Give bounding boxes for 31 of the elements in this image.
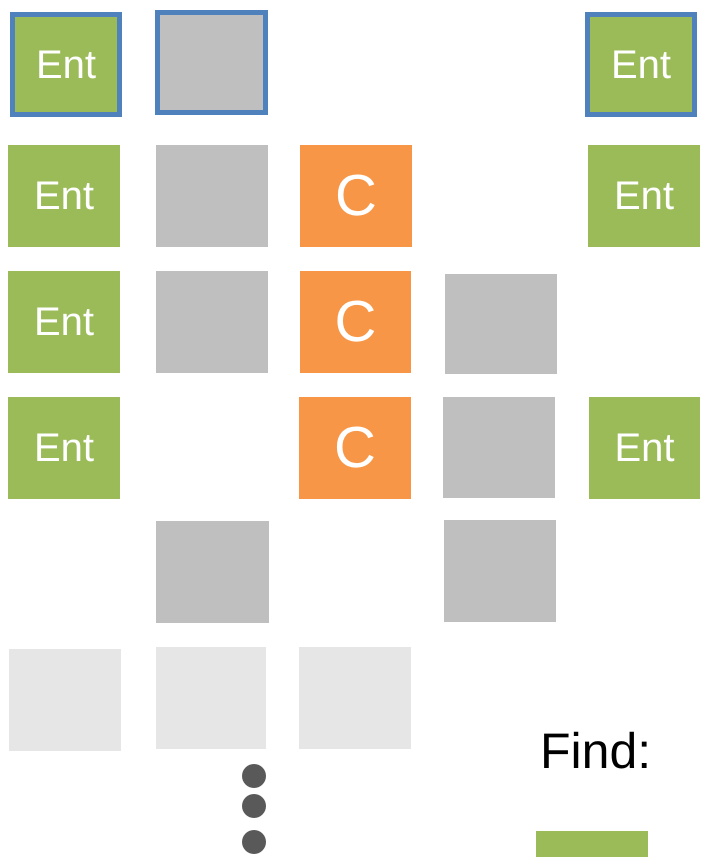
tile-label: C	[334, 419, 376, 477]
empty-tile	[156, 271, 268, 373]
entity-tile	[8, 271, 120, 373]
entity-tile	[10, 12, 122, 117]
tile	[299, 397, 411, 499]
tile-label: Ent	[614, 176, 674, 216]
tile-label: Ent	[36, 44, 96, 84]
tile-label: Ent	[34, 176, 94, 216]
tile-label: C	[335, 167, 377, 225]
empty-tile	[156, 521, 269, 623]
tile	[300, 145, 412, 247]
empty-tile	[156, 145, 268, 247]
tile-label: C	[334, 293, 376, 351]
empty-tile	[445, 274, 557, 374]
empty-tile	[444, 520, 556, 622]
tile	[300, 271, 411, 373]
tile-label: Ent	[614, 428, 675, 468]
empty-tile	[299, 647, 411, 749]
tile-label: Ent	[34, 428, 94, 468]
empty-tile	[156, 647, 266, 749]
entity-tile	[8, 397, 120, 499]
tile-label: Ent	[610, 44, 672, 84]
entity-tile	[8, 145, 120, 247]
heading-text: Find:	[540, 724, 652, 779]
entity-tile	[589, 397, 700, 499]
empty-tile	[9, 649, 121, 751]
empty-tile	[443, 397, 555, 498]
entity-tile	[588, 145, 700, 247]
tile-label: Ent	[34, 302, 94, 342]
entity-tile	[585, 12, 697, 117]
empty-tile	[155, 10, 268, 115]
